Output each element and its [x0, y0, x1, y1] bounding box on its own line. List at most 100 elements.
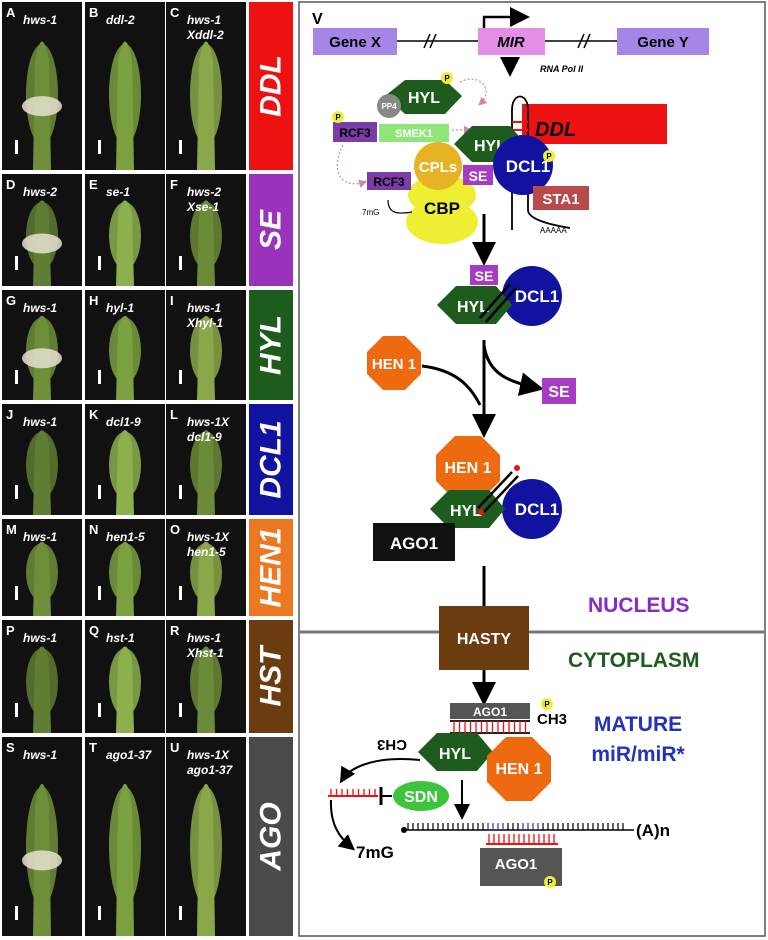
phospho-arrow — [336, 144, 368, 188]
scale-bar — [98, 140, 101, 154]
genotype-label: ddl-2 — [106, 13, 135, 27]
sdn-label: SDN — [404, 789, 438, 806]
hasty-label: HASTY — [457, 631, 512, 648]
ch3-label-inverted: CH3 — [377, 736, 407, 753]
cpls-protein — [414, 142, 462, 190]
scale-bar — [15, 140, 18, 154]
floral-organ — [22, 850, 62, 871]
stem-basepairs — [512, 121, 528, 147]
poly-a-label: (A)n — [636, 821, 670, 840]
join-arrow — [421, 364, 482, 406]
silique-shape — [109, 317, 141, 384]
panel-letter: J — [6, 407, 13, 422]
genotype-label: hws-1 — [187, 631, 221, 645]
panel-letter: E — [89, 177, 98, 192]
rna-pol-label: RNA Pol II — [540, 64, 584, 74]
scale-bar — [15, 703, 18, 717]
genotype-label-line2: Xhyl-1 — [186, 316, 223, 330]
genotype-label-line2: hen1-5 — [187, 545, 226, 559]
genotype-label: hyl-1 — [106, 301, 134, 315]
gene-label: DDL — [255, 55, 288, 117]
ago1-label: AGO1 — [473, 705, 507, 719]
silique-shape — [26, 648, 58, 717]
panel-letter: I — [170, 293, 174, 308]
mature-label-line2: miR/miR* — [591, 743, 685, 766]
hen1-label: HEN 1 — [444, 460, 491, 477]
ch3-label: CH3 — [537, 711, 567, 728]
phosphate-label: P — [335, 113, 341, 122]
genotype-label: hws-1 — [23, 13, 57, 27]
hen1-protein — [487, 737, 551, 801]
scale-bar — [15, 485, 18, 499]
panel-letter: D — [6, 177, 15, 192]
genotype-label: hws-1 — [23, 415, 57, 429]
silique-shape — [109, 786, 141, 907]
genotype-label: hws-1 — [23, 530, 57, 544]
scale-bar — [179, 370, 182, 384]
silique-shape — [109, 431, 141, 499]
gene-label: AGO — [255, 802, 288, 871]
smek1-label: SMEK1 — [395, 128, 433, 140]
hyl-label: HYL — [450, 503, 482, 520]
pri-mirna-stemloop — [511, 95, 571, 230]
branch-arrow — [339, 758, 421, 784]
cytoplasm-label: CYTOPLASM — [568, 649, 699, 672]
dicing-complex-1: DCL1 HYL SE — [437, 265, 562, 326]
silique-shape — [190, 431, 222, 499]
mirna-duplex — [479, 283, 517, 323]
ddl-bar — [522, 104, 667, 144]
rcf3-label: RCF3 — [339, 126, 371, 140]
genotype-label: hen1-5 — [106, 530, 145, 544]
dicing-complex-2: DCL1 HEN 1 HYL AGO1 — [373, 436, 562, 561]
panel-letter: M — [6, 522, 17, 537]
silique-shape — [26, 543, 58, 602]
ddl-label: DDL — [535, 119, 576, 141]
gene-x-box — [313, 28, 397, 55]
se-label: SE — [475, 268, 494, 284]
cpls-label: CPLs — [419, 159, 457, 176]
rna-tail — [387, 199, 413, 214]
genotype-label-line2: dcl1-9 — [187, 430, 222, 444]
pp4-label: PP4 — [381, 102, 397, 111]
genotype-label: se-1 — [106, 185, 130, 199]
gene-label: DCL1 — [255, 420, 288, 498]
silique-shape — [190, 648, 222, 717]
hyl-label: HYL — [457, 299, 489, 316]
mir-box — [478, 28, 545, 55]
silique-shape — [190, 202, 222, 270]
silique-shape — [26, 44, 58, 145]
panel-letter: L — [170, 407, 178, 422]
genotype-label: ago1-37 — [106, 748, 153, 762]
scale-bar — [15, 370, 18, 384]
genotype-label: hws-1 — [187, 13, 221, 27]
methyl-mark — [478, 509, 484, 515]
mature-label-line1: MATURE — [594, 713, 682, 736]
cap-label: 7mG — [362, 208, 379, 217]
pp4-protein — [377, 94, 401, 118]
panel-letter: F — [170, 177, 178, 192]
genotype-label: hws-1X — [187, 748, 230, 762]
ago1-label: AGO1 — [495, 856, 538, 873]
methyl-mark — [514, 465, 520, 471]
transcription-start-arrow — [482, 7, 530, 28]
silique-shape — [190, 317, 222, 384]
genotype-label: hws-1 — [23, 748, 57, 762]
phospho-arrow — [459, 78, 488, 106]
gene-y-label: Gene Y — [637, 34, 688, 51]
hyl-protein — [385, 80, 462, 114]
panel-letter: P — [6, 623, 15, 638]
panel-letter: N — [89, 522, 98, 537]
hyl-label: HYL — [408, 90, 440, 107]
panel-letter: H — [89, 293, 98, 308]
hyl-protein — [418, 733, 493, 771]
gene-locus: Gene X MIR Gene Y RNA Pol II — [313, 7, 709, 77]
genotype-label: hws-1X — [187, 415, 230, 429]
dcl1-protein — [502, 479, 562, 539]
